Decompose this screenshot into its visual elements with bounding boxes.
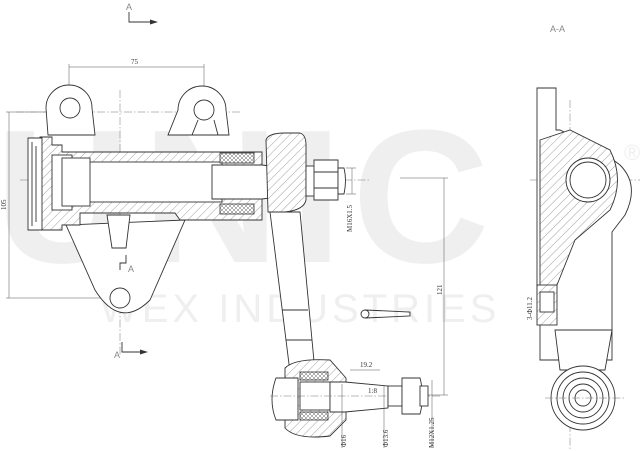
dim-mount-holes: 3-Φ11.2 [526,297,534,320]
dim-taper-ratio: 1:8 [368,387,377,395]
watermark-registered: ® [624,140,640,165]
section-marker-top: A [126,2,132,12]
dim-overall-height: 105 [0,199,8,210]
section-marker-bottom: A [114,350,120,360]
dim-arm-length: 121 [436,284,444,295]
section-view-a-a: A-A 3-Φ11.2 [526,24,640,451]
bracket-assembly: A 75 105 A A [0,2,370,360]
dim-taper-length: 19.2 [360,361,373,369]
cotter-pin [360,309,411,319]
section-view-title: A-A [550,24,565,34]
dim-ball-stud-dia: Φ16 [340,434,348,447]
idler-arm: M16X1.5 121 [265,132,448,396]
dim-taper-dia: Φ13.6 [382,429,390,447]
dim-nut-thread: M16X1.5 [346,204,354,232]
section-marker-mid: A [128,264,134,274]
section-arrow-top [128,12,150,23]
dim-bracket-hole-spacing: 75 [131,58,139,66]
ball-joint: 19.2 1:8 Φ16 Φ13.6 M12X1.25 [270,359,440,448]
dim-stud-thread: M12X1.25 [428,417,436,448]
arrow-icon [150,19,158,25]
arrow-icon [140,349,148,355]
